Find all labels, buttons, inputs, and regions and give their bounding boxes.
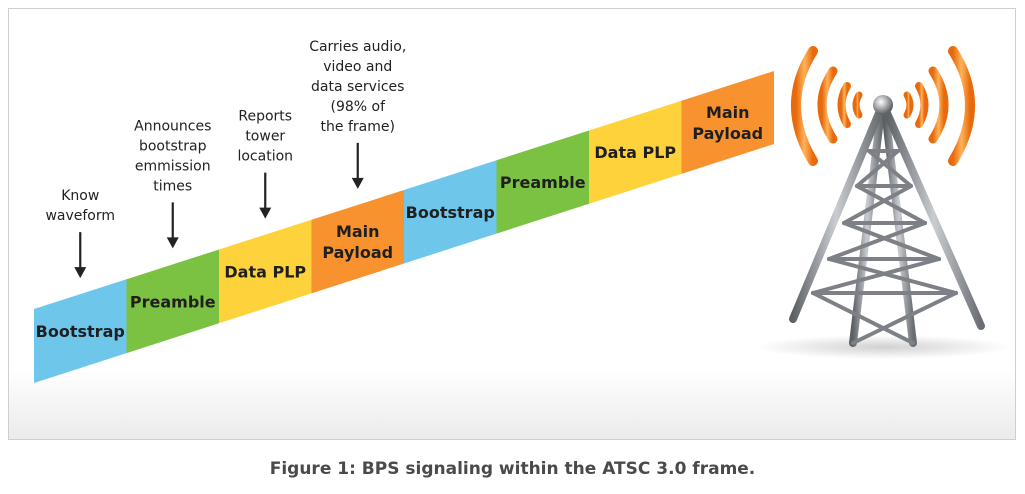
arrow-down-icon: [351, 177, 364, 189]
segment-label: Data PLP: [224, 262, 306, 281]
broadcast-tower-icon: [755, 46, 1011, 359]
segment-label: Preamble: [500, 173, 586, 192]
segment-label: Preamble: [130, 292, 216, 311]
arrow-down-icon: [166, 237, 179, 249]
segment-main-payload: [311, 190, 404, 294]
segment-data-plp: [219, 219, 312, 324]
segment-preamble: [126, 249, 219, 354]
segment-data-plp: [589, 100, 682, 204]
arrow-down-icon: [259, 207, 272, 219]
segment-label: Bootstrap: [36, 322, 125, 341]
segment-main-payload: [681, 71, 774, 174]
segment-label: Data PLP: [594, 143, 676, 162]
segment-bootstrap: [34, 279, 127, 383]
segment-bootstrap: [404, 160, 497, 264]
segment-label: Bootstrap: [406, 203, 495, 222]
arrow-down-icon: [74, 267, 87, 279]
segment-preamble: [496, 130, 589, 234]
figure-caption: Figure 1: BPS signaling within the ATSC …: [269, 459, 756, 479]
